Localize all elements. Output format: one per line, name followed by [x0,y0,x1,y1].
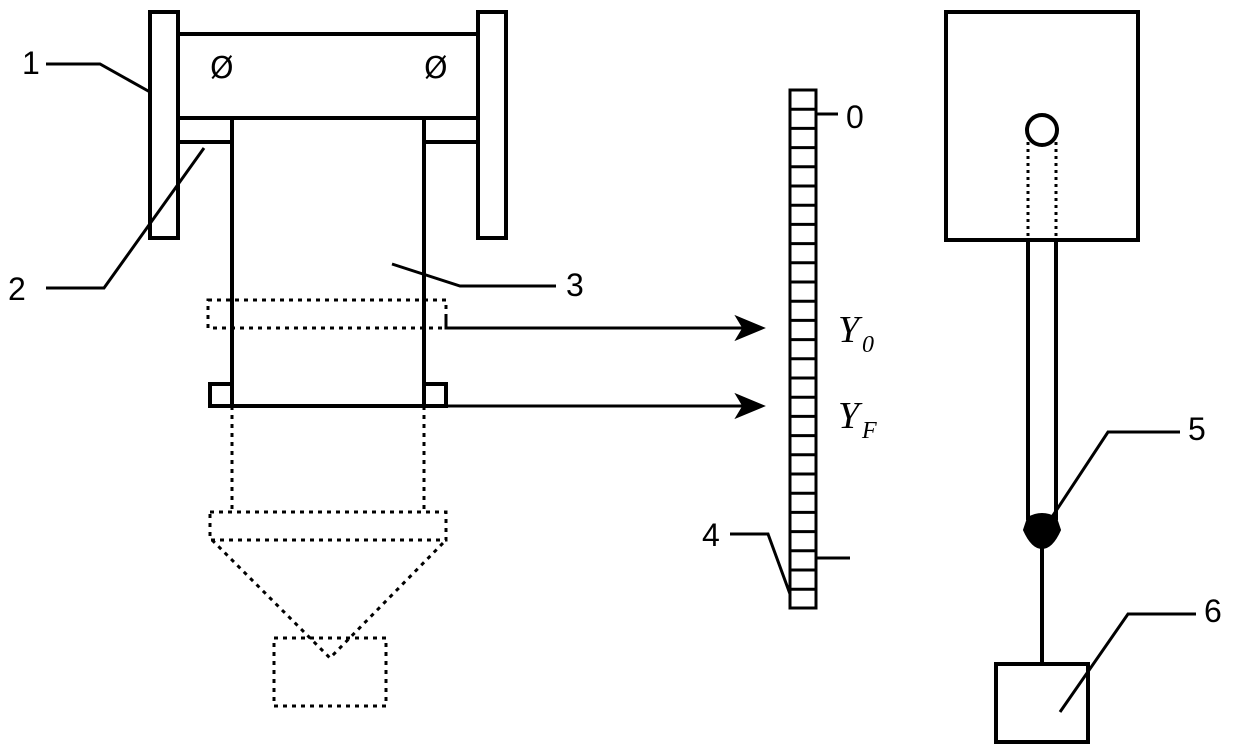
clamp-assembly [148,10,508,240]
leader-lines [46,62,1196,713]
taper-outline [210,538,448,661]
arrow-y0-line [444,314,752,330]
right-grip-pad [422,116,480,144]
scale-body [788,88,818,610]
knot [1022,513,1062,550]
callout-4: 4 [702,517,720,553]
right-clamp-jaw [476,10,508,240]
arrow-yf-head [734,392,766,420]
scale-divisions [790,107,816,591]
right-marker-square [422,382,448,408]
measurement-arrows [444,314,766,420]
leader-4 [730,532,792,595]
callout-3: 3 [566,267,584,303]
specimen [208,116,448,408]
left-marker-square [208,382,234,408]
lower-block-outline [272,636,388,708]
callout-1: 1 [22,45,40,81]
leader-3 [391,262,556,288]
left-screw-symbol: Ø [210,51,234,86]
graduated-scale [788,88,850,610]
y0-label: Y [838,309,863,351]
left-grip-pad [176,116,234,144]
yf-subscript: F [861,418,877,444]
zero-label: 0 [846,99,864,135]
leader-1 [46,62,151,94]
weight-block [994,662,1090,744]
leader-2 [46,147,206,290]
specimen-body [230,116,426,408]
callout-2: 2 [8,271,26,307]
pivot-pin [1025,113,1059,147]
support-block [944,10,1140,242]
leader-5 [1048,430,1180,521]
dotted-outlines [206,298,448,708]
callout-5: 5 [1188,411,1206,447]
callout-6: 6 [1204,593,1222,629]
hanging-apparatus [944,10,1140,744]
leader-6 [1058,612,1196,713]
right-screw-symbol: Ø [424,51,448,86]
extended-band-outline [208,510,448,542]
arrow-y0-head [734,314,766,342]
yf-label: Y [838,395,863,437]
initial-position-outline [206,298,448,330]
y0-subscript: 0 [862,332,874,358]
